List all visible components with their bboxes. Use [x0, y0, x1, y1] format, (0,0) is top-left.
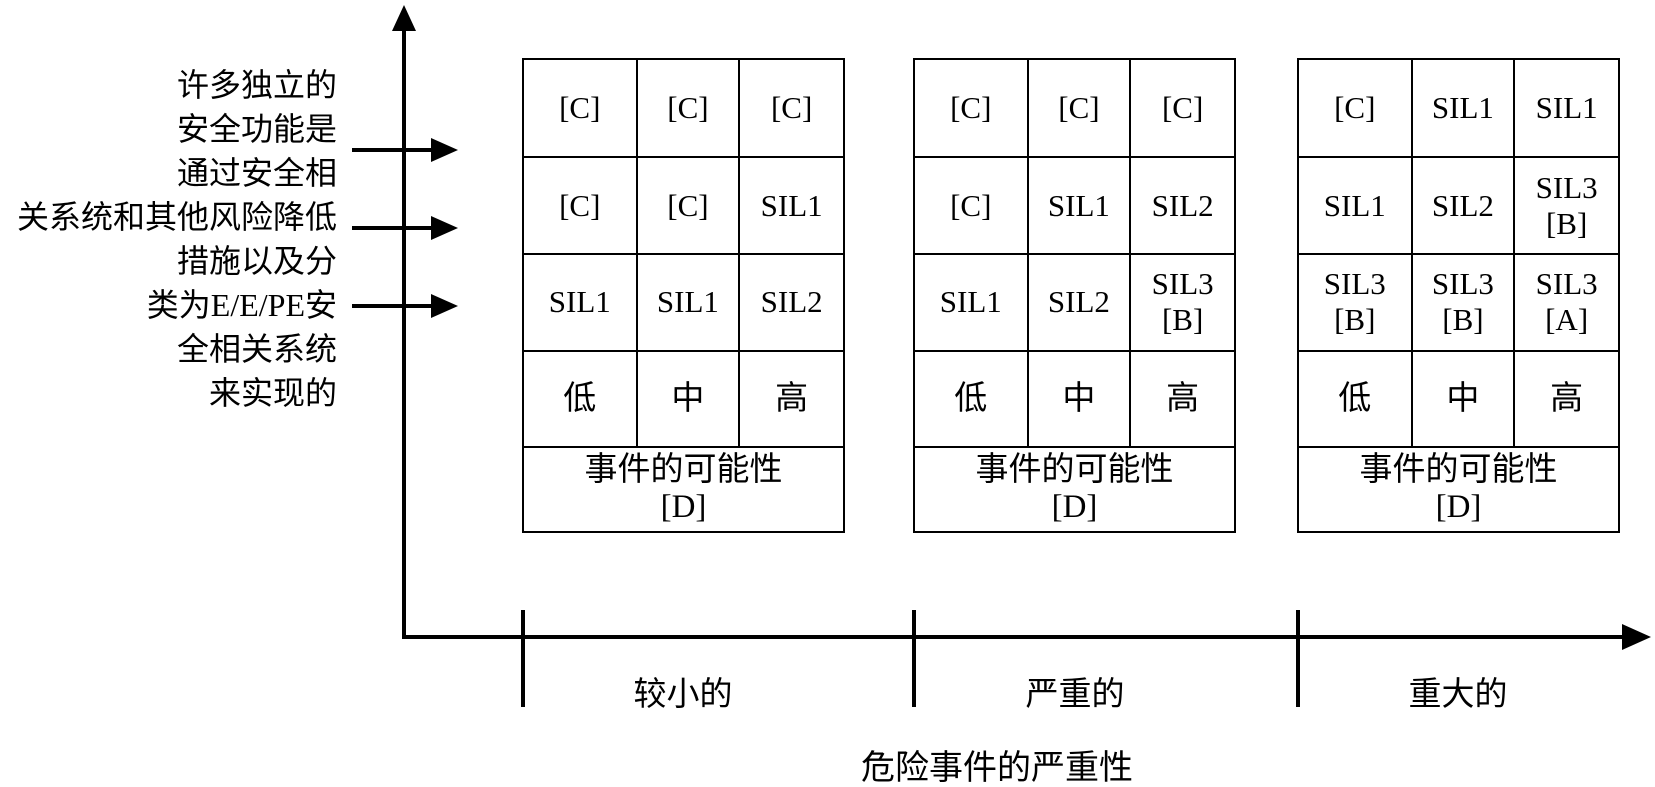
matrix-cell: [C]	[915, 60, 1029, 159]
matrix-cell: SIL1	[637, 255, 741, 352]
matrix-cell: SIL1	[740, 158, 843, 256]
likelihood-cell: 中	[637, 351, 741, 448]
left-annotation-line: 许多独立的	[176, 67, 337, 103]
matrix-cell: SIL3 [A]	[1515, 255, 1618, 352]
matrix-cell: SIL3 [B]	[1412, 255, 1516, 352]
matrix-cell: [C]	[524, 158, 638, 256]
likelihood-cell: 低	[524, 351, 638, 448]
matrix-cell: SIL2	[1131, 158, 1234, 256]
matrix-cell: [C]	[637, 60, 741, 159]
likelihood-cell: 高	[1515, 352, 1618, 448]
matrix-cell: SIL3 [B]	[1299, 255, 1413, 352]
matrix-cell: SIL1	[1515, 60, 1618, 159]
y-axis-arrowhead-icon	[392, 5, 416, 31]
likelihood-cell: 低	[915, 351, 1029, 448]
left-annotation-line: 类为E/E/PE安	[146, 287, 337, 323]
annotation-arrowhead-icon	[431, 294, 458, 318]
matrix-cell: SIL2	[1412, 158, 1516, 256]
left-annotation-line: 来实现的	[208, 375, 337, 411]
likelihood-cell: 高	[740, 352, 843, 448]
matrix-cell: SIL3 [B]	[1515, 158, 1618, 256]
x-axis-arrowhead-icon	[1622, 624, 1651, 650]
x-axis-title: 危险事件的严重性	[861, 750, 1133, 787]
left-annotation-line: 关系统和其他风险降低	[16, 199, 337, 235]
matrix-cell: SIL3 [B]	[1131, 255, 1234, 352]
matrix-cell: [C]	[637, 158, 741, 256]
likelihood-cell: 中	[1028, 351, 1132, 448]
matrix-footer: 事件的可能性 [D]	[975, 452, 1174, 526]
left-annotation-line: 通过安全相	[176, 155, 337, 191]
matrix-cell: SIL1	[1028, 158, 1132, 256]
matrix-footer: 事件的可能性 [D]	[584, 452, 783, 526]
left-annotation-line: 全相关系统	[176, 331, 337, 367]
matrix-cell: SIL1	[1412, 60, 1516, 159]
matrix-cell: SIL2	[1028, 255, 1132, 352]
x-axis-category-label: 较小的	[633, 677, 733, 713]
left-annotation: 许多独立的安全功能是通过安全相关系统和其他风险降低措施以及分类为E/E/PE安全…	[0, 63, 337, 415]
matrix-cell: [C]	[740, 60, 843, 159]
matrix-cell: [C]	[524, 60, 638, 159]
matrix-cell: SIL1	[915, 255, 1029, 352]
annotation-arrowhead-icon	[431, 216, 458, 240]
left-annotation-line: 安全功能是	[176, 111, 337, 147]
matrix-cell: [C]	[1028, 60, 1132, 159]
likelihood-cell: 低	[1299, 351, 1413, 448]
matrix-cell: [C]	[1299, 60, 1413, 159]
likelihood-cell: 高	[1131, 352, 1234, 448]
matrix-cell: [C]	[1131, 60, 1234, 159]
annotation-arrowhead-icon	[431, 138, 458, 162]
matrix-cell: SIL1	[524, 255, 638, 352]
x-axis-category-label: 重大的	[1408, 677, 1508, 713]
matrix-footer: 事件的可能性 [D]	[1359, 452, 1558, 526]
matrix-cell: SIL2	[740, 255, 843, 352]
left-annotation-line: 措施以及分	[176, 243, 337, 279]
matrix-cell: [C]	[915, 158, 1029, 256]
matrix-cell: SIL1	[1299, 158, 1413, 256]
likelihood-cell: 中	[1412, 351, 1516, 448]
x-axis-category-label: 严重的	[1025, 677, 1125, 713]
